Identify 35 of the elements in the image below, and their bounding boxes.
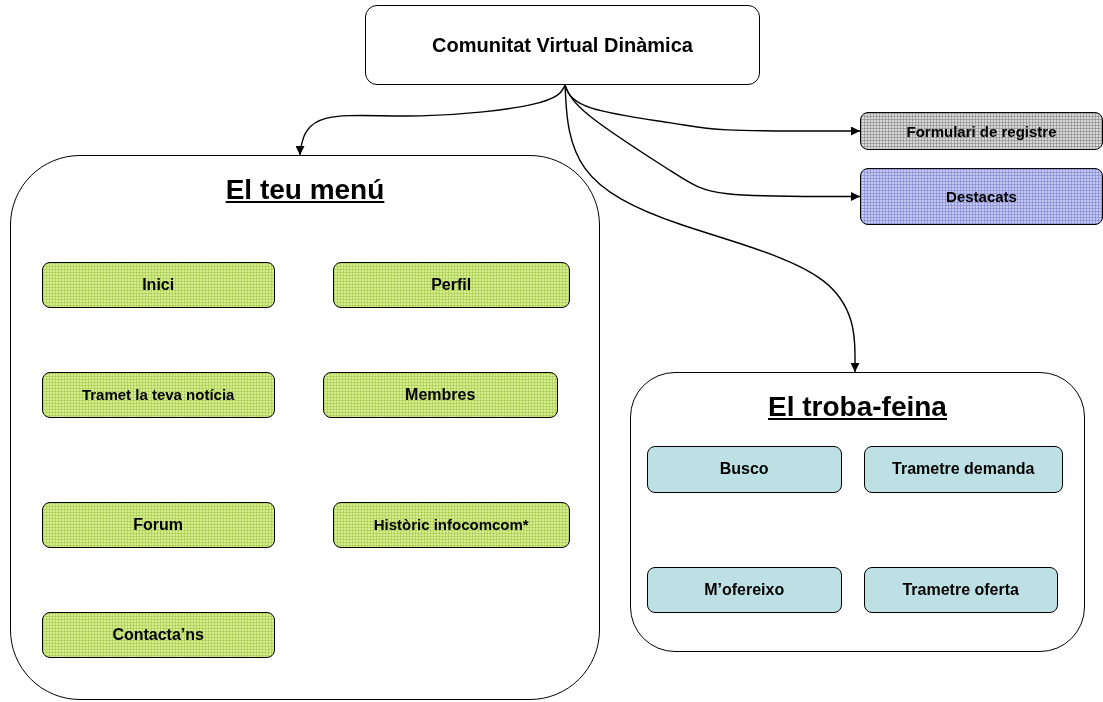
box-label: Tramet la teva notícia — [81, 386, 235, 404]
box-label: Membres — [405, 385, 476, 404]
menu-item-box — [322, 371, 558, 418]
job-option-box — [863, 445, 1063, 493]
box-label: Inici — [142, 275, 175, 294]
box-label: Històric infocomcom* — [373, 516, 529, 534]
menu-item-box — [332, 501, 570, 548]
menu-item-box — [41, 261, 275, 308]
group-box — [630, 372, 1085, 652]
group-box — [10, 155, 600, 700]
menu-item-box — [41, 611, 275, 658]
menu-item-box — [41, 371, 275, 418]
group-heading: El troba-feina — [768, 391, 947, 423]
box-label: M’ofereixo — [704, 580, 785, 599]
job-option-box — [646, 445, 842, 493]
arrow — [564, 84, 861, 201]
process-box — [860, 168, 1103, 225]
menu-item-box — [41, 501, 275, 548]
box-label: Busco — [719, 460, 769, 479]
arrow — [295, 84, 566, 156]
box-label: Perfil — [431, 275, 472, 294]
process-box — [860, 112, 1103, 150]
job-option-box — [646, 566, 842, 613]
job-option-box — [863, 566, 1058, 613]
group-heading: El teu menú — [225, 174, 385, 206]
box-label: Contacta’ns — [112, 625, 204, 644]
box-label: Trametre oferta — [902, 580, 1019, 599]
box-label: Trametre demanda — [892, 460, 1035, 479]
box-label: Forum — [133, 515, 184, 534]
box-label: Formulari de registre — [906, 122, 1057, 140]
box-label: Destacats — [946, 188, 1017, 205]
box-label: Comunitat Virtual Dinàmica — [432, 33, 693, 57]
arrow — [564, 84, 860, 373]
menu-item-box — [332, 261, 570, 308]
title-box — [365, 5, 760, 85]
